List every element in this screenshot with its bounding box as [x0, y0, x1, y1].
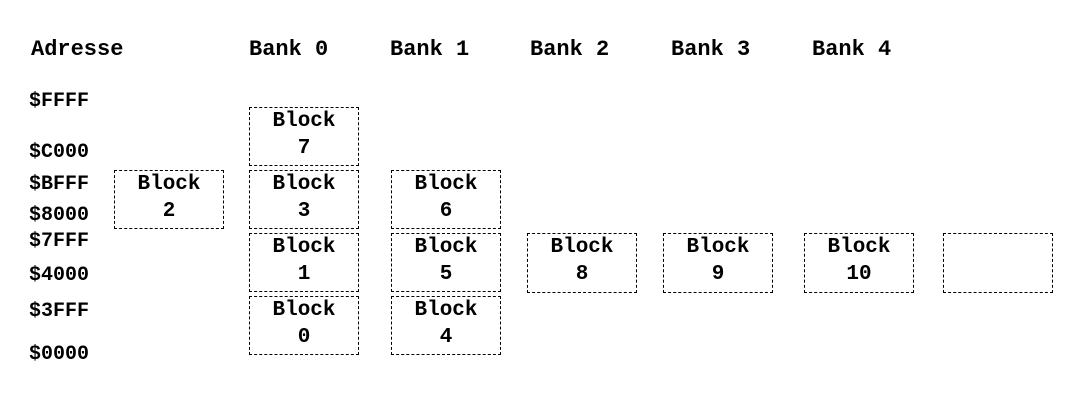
memory-block-4: Block 4 [391, 296, 501, 355]
block-number: 4 [439, 326, 453, 349]
bank-3-header: Bank 3 [671, 37, 751, 62]
memory-block-9: Block 9 [663, 233, 773, 293]
memory-block-10: Block 10 [804, 233, 914, 293]
memory-block-7: Block 7 [249, 107, 359, 166]
memory-block-6: Block 6 [391, 170, 501, 229]
memory-block-2: Block 2 [114, 170, 224, 229]
bank-0-header: Bank 0 [249, 37, 329, 62]
block-number: 2 [162, 200, 176, 223]
block-label: Block [550, 236, 614, 259]
block-number: 0 [297, 326, 311, 349]
memory-block-0: Block 0 [249, 296, 359, 355]
block-number: 8 [575, 263, 589, 286]
block-number: 10 [846, 263, 872, 286]
address-bfff: $BFFF [29, 173, 90, 196]
address-column-header: Adresse [31, 37, 124, 62]
address-c000: $C000 [29, 141, 90, 164]
address-0000: $0000 [29, 343, 90, 366]
block-label: Block [414, 236, 478, 259]
block-label: Block [272, 299, 336, 322]
block-number: 5 [439, 263, 453, 286]
block-label: Block [414, 173, 478, 196]
address-8000: $8000 [29, 204, 90, 227]
block-number: 7 [297, 137, 311, 160]
block-number: 6 [439, 200, 453, 223]
address-3fff: $3FFF [29, 300, 90, 323]
memory-block-3: Block 3 [249, 170, 359, 229]
block-number: 1 [297, 263, 311, 286]
block-label: Block [272, 110, 336, 133]
block-label: Block [827, 236, 891, 259]
address-ffff: $FFFF [29, 90, 90, 113]
memory-block-truncated [943, 233, 1053, 293]
bank-4-header: Bank 4 [812, 37, 892, 62]
block-label: Block [137, 173, 201, 196]
block-label: Block [272, 236, 336, 259]
memory-block-8: Block 8 [527, 233, 637, 293]
memory-block-1: Block 1 [249, 233, 359, 292]
block-label: Block [272, 173, 336, 196]
memory-block-5: Block 5 [391, 233, 501, 292]
block-label: Block [686, 236, 750, 259]
bank-1-header: Bank 1 [390, 37, 470, 62]
block-number: 9 [711, 263, 725, 286]
address-4000: $4000 [29, 264, 90, 287]
block-label: Block [414, 299, 478, 322]
truncated-block-container [943, 233, 1080, 293]
address-7fff: $7FFF [29, 230, 90, 253]
bank-2-header: Bank 2 [530, 37, 610, 62]
block-number: 3 [297, 200, 311, 223]
